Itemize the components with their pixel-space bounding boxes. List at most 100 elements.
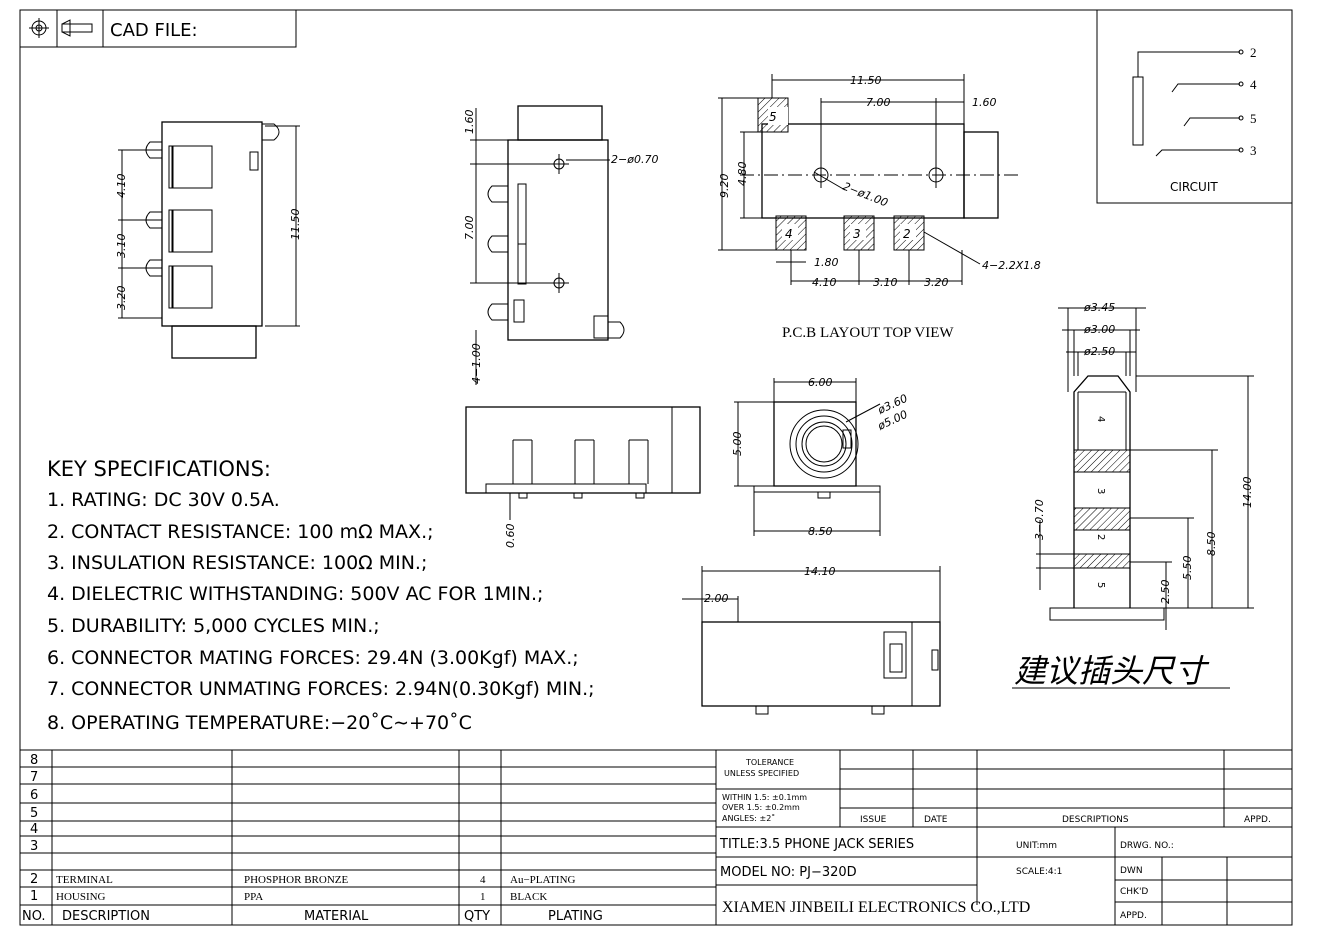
pcb-pad-label-4: 4 <box>785 227 793 241</box>
plug-ring-4: 4 <box>1095 416 1106 422</box>
pcb-dim-320: 3.20 <box>924 276 949 289</box>
front-dim-320: 3.20 <box>115 286 128 311</box>
plug-dim-250b: 2.50 <box>1159 580 1172 605</box>
tolerance-sub: UNLESS SPECIFIED <box>724 769 799 778</box>
pcb-dim-920: 9.20 <box>718 174 731 199</box>
bom-description: HOUSING <box>56 891 106 903</box>
pcb-dim-pad: 4−2.2X1.8 <box>982 259 1041 272</box>
bom-row-number: 6 <box>30 788 38 803</box>
spec-item: 8. OPERATING TEMPERATURE:−20˚C∼+70˚C <box>47 712 472 734</box>
tolerance-angles: ANGLES: ±2˚ <box>722 813 775 823</box>
top-dim-060: 0.60 <box>504 524 517 549</box>
bom-row-number: 8 <box>30 753 38 768</box>
bom-qty: 4 <box>480 874 486 886</box>
plug-dim-550: 5.50 <box>1181 556 1194 581</box>
spec-item: 3. INSULATION RESISTANCE: 100Ω MIN.; <box>47 552 427 574</box>
side-dim-160: 1.60 <box>463 110 476 135</box>
spec-item: 7. CONNECTOR UNMATING FORCES: 2.94N(0.30… <box>47 678 595 700</box>
pcb-view-label: P.C.B LAYOUT TOP VIEW <box>782 325 954 341</box>
spec-item: 1. RATING: DC 30V 0.5A. <box>47 489 280 511</box>
unit-label: UNIT:mm <box>1016 841 1057 851</box>
appd-label: APPD. <box>1244 815 1271 825</box>
title-block: TOLERANCE UNLESS SPECIFIED WITHIN 1.5: ±… <box>716 750 1292 925</box>
pcb-dim-180: 1.80 <box>814 256 839 269</box>
bom-header-qty: QTY <box>464 909 490 924</box>
side-view: 1.60 7.00 2−ø0.70 4−1.00 <box>463 105 658 385</box>
plug-ring-5: 5 <box>1095 582 1106 588</box>
key-specifications: KEY SPECIFICATIONS: 1. RATING: DC 30V 0.… <box>47 457 595 734</box>
pcb-dim-700: 7.00 <box>866 96 891 109</box>
date-label: DATE <box>924 815 948 825</box>
bom-row-number: 3 <box>30 839 38 854</box>
sheet-border <box>19 9 1293 926</box>
front-view: 4.10 3.10 3.20 11.50 <box>115 121 302 359</box>
scale-label: SCALE:4:1 <box>1016 867 1062 877</box>
pcb-layout: 5 4 3 2 11.50 7.00 1.60 9.20 4.80 2−ø1.0… <box>718 74 1041 341</box>
plug-dim-345: ø3.45 <box>1083 301 1115 314</box>
pcb-pad-label-5: 5 <box>769 110 777 124</box>
bom-description: TERMINAL <box>56 874 113 886</box>
plug-dim-070: 3−0.70 <box>1033 499 1046 540</box>
projection-symbol-icon <box>29 18 93 38</box>
front-dim-310: 3.10 <box>115 234 128 259</box>
model-number: MODEL NO: PJ−320D <box>720 865 857 880</box>
plug-caption: 建议插头尺寸 <box>1014 652 1210 690</box>
pcb-pad-label-3: 3 <box>853 227 861 241</box>
issue-label: ISSUE <box>860 815 887 825</box>
plug-dim-250: ø2.50 <box>1083 345 1115 358</box>
plug-drawing: 4 3 2 5 ø3.45 ø3.00 ø2.50 3−0.70 14.00 8… <box>1012 301 1254 690</box>
bottom-dim-1410: 14.10 <box>804 565 836 578</box>
circuit-label: CIRCUIT <box>1170 180 1218 194</box>
bom-no: 2 <box>30 872 38 887</box>
plug-dim-850: 8.50 <box>1205 532 1218 557</box>
cad-header: CAD FILE: <box>19 9 297 48</box>
bom-no: 1 <box>30 889 38 904</box>
bom-header-plating: PLATING <box>548 909 603 924</box>
bom-row-number: 5 <box>30 806 38 821</box>
pcb-dim-hole: 2−ø1.00 <box>841 180 890 210</box>
drwg-no-label: DRWG. NO.: <box>1120 841 1174 851</box>
drawing-title: TITLE:3.5 PHONE JACK SERIES <box>719 837 914 852</box>
front-dim-1150: 11.50 <box>289 209 302 241</box>
plug-ring-2: 2 <box>1095 534 1106 540</box>
dwn-label: DWN <box>1120 866 1143 876</box>
bom-header-description: DESCRIPTION <box>62 909 150 924</box>
circuit-pin-5: 5 <box>1250 111 1257 126</box>
circuit-pin-3: 3 <box>1250 143 1257 158</box>
bom-plating: BLACK <box>510 891 547 903</box>
bom-row-number: 4 <box>30 822 38 837</box>
bottom-view: 14.10 2.00 <box>682 565 941 715</box>
port-dim-500: 5.00 <box>731 432 744 457</box>
tolerance-label: TOLERANCE <box>745 758 794 767</box>
bom-qty: 1 <box>480 891 486 903</box>
spec-item: 4. DIELECTRIC WITHSTANDING: 500V AC FOR … <box>47 583 543 605</box>
side-dim-700: 7.00 <box>463 216 476 241</box>
chkd-label: CHK'D <box>1120 887 1148 897</box>
bom-material: PPA <box>244 891 263 903</box>
spec-item: 2. CONTACT RESISTANCE: 100 mΩ MAX.; <box>47 521 434 543</box>
tolerance-within: WITHIN 1.5: ±0.1mm <box>722 793 807 802</box>
specs-title: KEY SPECIFICATIONS: <box>47 457 271 481</box>
cad-file-label: CAD FILE: <box>110 20 198 41</box>
pcb-dim-410: 4.10 <box>812 276 837 289</box>
pcb-dim-480: 4.80 <box>736 162 749 187</box>
port-dim-600: 6.00 <box>808 376 833 389</box>
circuit-diagram: 2 4 5 3 CIRCUIT <box>1096 10 1292 204</box>
plug-dim-1400: 14.00 <box>1241 477 1254 509</box>
tolerance-over: OVER 1.5: ±0.2mm <box>722 803 800 812</box>
circuit-pin-4: 4 <box>1250 77 1257 92</box>
pcb-dim-310: 3.10 <box>873 276 898 289</box>
spec-item: 6. CONNECTOR MATING FORCES: 29.4N (3.00K… <box>47 647 579 669</box>
top-view: 0.60 <box>465 406 701 549</box>
plug-dim-300: ø3.00 <box>1083 323 1115 336</box>
side-dim-100: 4−1.00 <box>470 343 483 384</box>
pcb-pad-label-2: 2 <box>903 227 911 241</box>
bill-of-materials: 8 7 6 5 4 3 2 TERMINAL PHOSPHOR BRONZE 4… <box>20 749 1292 925</box>
company-name: XIAMEN JINBEILI ELECTRONICS CO.,LTD <box>722 899 1030 916</box>
spec-item: 5. DURABILITY: 5,000 CYCLES MIN.; <box>47 615 380 637</box>
descriptions-label: DESCRIPTIONS <box>1062 815 1129 825</box>
appd2-label: APPD. <box>1120 911 1147 921</box>
bottom-dim-200: 2.00 <box>704 592 729 605</box>
front-dim-410: 4.10 <box>115 174 128 199</box>
